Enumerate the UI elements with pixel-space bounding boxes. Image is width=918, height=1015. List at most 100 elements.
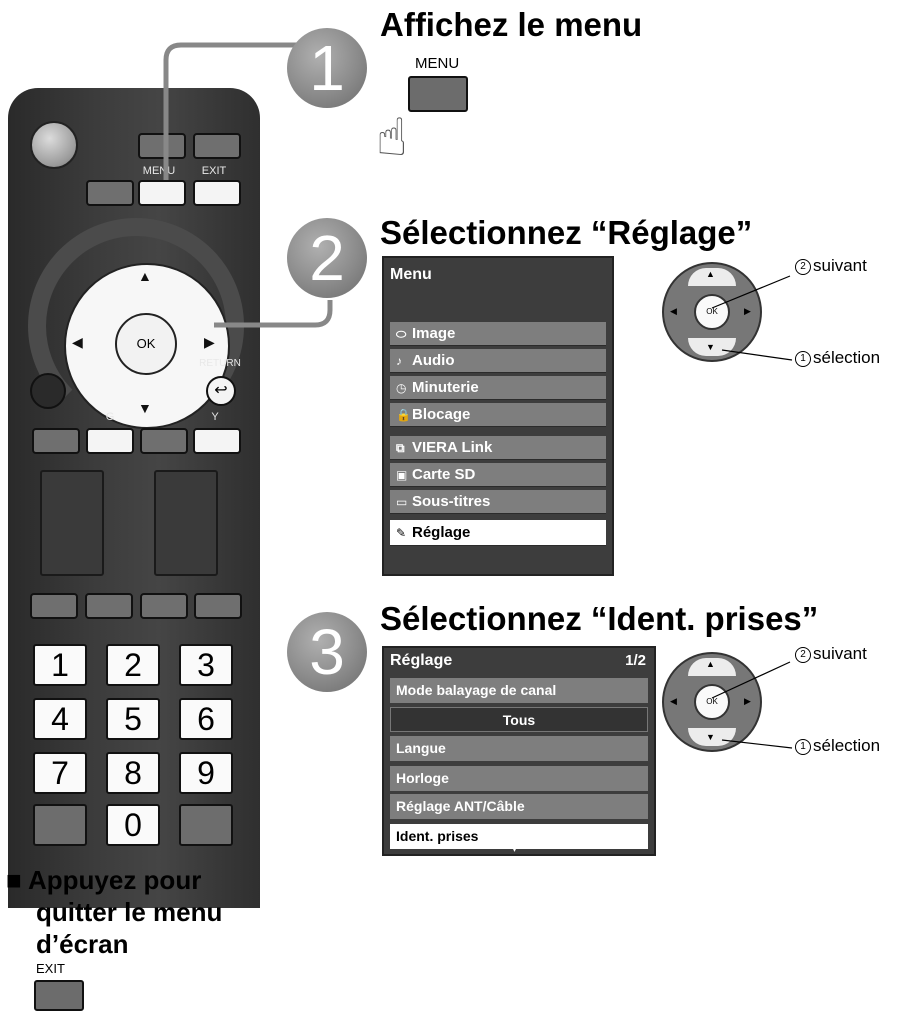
- subtitle-icon: ▭: [396, 495, 408, 509]
- return-button-label: RETURN: [199, 358, 241, 369]
- pad-arrow-left-icon: ◀: [670, 306, 677, 316]
- key-7[interactable]: 7: [33, 752, 87, 794]
- menu-title: Menu: [390, 266, 432, 283]
- y-button-label: Y: [211, 411, 219, 423]
- lock-icon: 🔒: [396, 408, 411, 422]
- arrow-up-icon[interactable]: ▲: [138, 268, 152, 284]
- step-2-heading: Sélectionnez “Réglage”: [380, 214, 753, 251]
- pad-arrow-right-icon: ▶: [744, 696, 751, 706]
- return-icon[interactable]: ↩: [206, 376, 236, 406]
- power-button[interactable]: [30, 121, 78, 169]
- remote-button-left[interactable]: [86, 180, 134, 206]
- pad-arrow-up-icon: ▲: [706, 269, 715, 279]
- bullet-square-icon: ■: [6, 865, 22, 895]
- pointing-hand-icon: ☝: [376, 109, 408, 167]
- pad-arrow-down-icon: ▼: [706, 732, 715, 742]
- option-mode-balayage[interactable]: Mode balayage de canal: [390, 678, 648, 703]
- option-reglage-ant-cable[interactable]: Réglage ANT/Câble: [390, 794, 648, 819]
- key-2[interactable]: 2: [106, 644, 160, 686]
- option-value-tous[interactable]: Tous: [390, 707, 648, 732]
- menu-button-caption: MENU: [415, 55, 460, 72]
- arrow-down-icon[interactable]: ▼: [138, 400, 152, 416]
- remote-button-top-left[interactable]: [138, 133, 186, 159]
- option-langue[interactable]: Langue: [390, 736, 648, 761]
- menu-item-reglage[interactable]: ✎Réglage: [390, 520, 606, 546]
- sd-card-icon: ▣: [396, 468, 408, 482]
- blue-button[interactable]: [140, 428, 188, 454]
- nav-pad-step-2: OK ▲ ▼ ◀ ▶: [662, 262, 762, 362]
- scroll-down-icon: ▾: [512, 844, 518, 855]
- arrow-right-icon[interactable]: ▶: [204, 334, 215, 350]
- exit-line-3: d’écran: [36, 929, 129, 959]
- pad-down-segment: [688, 728, 736, 746]
- exit-line-2: quitter le menu: [36, 897, 223, 927]
- menu-button-illustration: [408, 76, 468, 112]
- image-icon: ⬭: [396, 327, 407, 341]
- pad-arrow-right-icon: ▶: [744, 306, 751, 316]
- page-indicator: 1/2: [625, 652, 646, 669]
- nav-pad-step-3: OK ▲ ▼ ◀ ▶: [662, 652, 762, 752]
- g-button-label: G: [105, 411, 115, 423]
- menu-button[interactable]: [138, 180, 186, 206]
- step-3-heading: Sélectionnez “Ident. prises”: [380, 600, 819, 637]
- key-5[interactable]: 5: [106, 698, 160, 740]
- key-blank-right[interactable]: [179, 804, 233, 846]
- pad-arrow-down-icon: ▼: [706, 342, 715, 352]
- key-8[interactable]: 8: [106, 752, 160, 794]
- green-button[interactable]: [86, 428, 134, 454]
- pad-arrow-up-icon: ▲: [706, 659, 715, 669]
- function-button-4[interactable]: [194, 593, 242, 619]
- step-1-heading: Affichez le menu: [380, 6, 643, 43]
- exit-button[interactable]: [193, 180, 241, 206]
- callout-lines-step-2: [711, 275, 793, 361]
- menu-item-minuterie[interactable]: ◷Minuterie: [390, 376, 606, 400]
- exit-button-caption: EXIT: [36, 961, 65, 976]
- pad-up-segment: [688, 268, 736, 286]
- function-button-1[interactable]: [30, 593, 78, 619]
- pad-arrow-left-icon: ◀: [670, 696, 677, 706]
- menu-item-carte-sd[interactable]: ▣Carte SD: [390, 463, 606, 487]
- arrow-left-icon[interactable]: ◀: [72, 334, 83, 350]
- key-4[interactable]: 4: [33, 698, 87, 740]
- channel-rocker[interactable]: [154, 470, 218, 576]
- step-2-number: 2: [287, 218, 367, 298]
- option-ident-prises[interactable]: Ident. prises: [390, 824, 648, 849]
- key-9[interactable]: 9: [179, 752, 233, 794]
- menu-item-audio[interactable]: ♪Audio: [390, 349, 606, 373]
- key-0[interactable]: 0: [106, 804, 160, 846]
- exit-button-label: EXIT: [201, 165, 227, 177]
- remote-round-button[interactable]: [30, 373, 66, 409]
- function-button-2[interactable]: [85, 593, 133, 619]
- menu-item-blocage[interactable]: 🔒Blocage: [390, 403, 606, 427]
- menu-item-sous-titres[interactable]: ▭Sous-titres: [390, 490, 606, 514]
- remote-control: MENU EXIT ▲ ▼ ◀ ▶ OK RETURN ↩ G Y 1 2 3 …: [8, 88, 260, 908]
- exit-line-1: ■ Appuyez pour: [6, 865, 202, 895]
- menu-item-viera-link[interactable]: ⧉VIERA Link: [390, 436, 606, 460]
- remote-button-top-right[interactable]: [193, 133, 241, 159]
- key-3[interactable]: 3: [179, 644, 233, 686]
- volume-rocker[interactable]: [40, 470, 104, 576]
- settings-menu-screen: Réglage 1/2 Mode balayage de canal Tous …: [382, 646, 656, 856]
- red-button[interactable]: [32, 428, 80, 454]
- pad-down-segment: [688, 338, 736, 356]
- main-menu-screen: Menu ⬭Image ♪Audio ◷Minuterie 🔒Blocage ⧉…: [382, 256, 614, 576]
- function-button-3[interactable]: [140, 593, 188, 619]
- step-3-number: 3: [287, 612, 367, 692]
- option-horloge[interactable]: Horloge: [390, 766, 648, 791]
- callout-lines-step-3: [711, 661, 793, 749]
- yellow-button[interactable]: [193, 428, 241, 454]
- key-blank-left[interactable]: [33, 804, 87, 846]
- pad-ok-button: OK: [694, 684, 730, 720]
- menu-item-image[interactable]: ⬭Image: [390, 322, 606, 346]
- pad-up-segment: [688, 658, 736, 676]
- step-1-number: 1: [287, 28, 367, 108]
- settings-icon: ✎: [396, 526, 407, 540]
- ok-button[interactable]: OK: [115, 313, 177, 375]
- key-1[interactable]: 1: [33, 644, 87, 686]
- key-6[interactable]: 6: [179, 698, 233, 740]
